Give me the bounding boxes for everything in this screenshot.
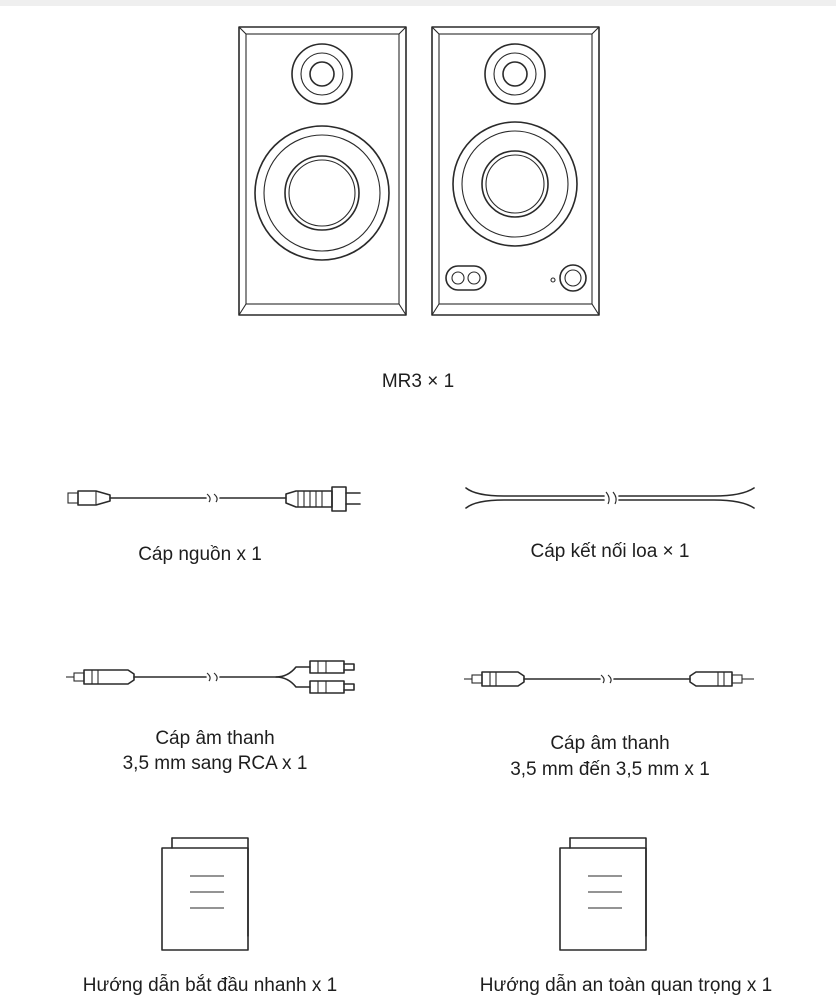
- quick-start-label: Hướng dẫn bắt đầu nhanh x 1: [82, 975, 338, 996]
- document-icon: [161, 837, 249, 951]
- safety-guide-label: Hướng dẫn an toàn quan trọng x 1: [479, 975, 773, 996]
- power-cable-icon: [67, 486, 361, 512]
- speakers-label: MR3 × 1: [381, 371, 455, 392]
- aux-cable-label-line2: 3,5 mm đến 3,5 mm x 1: [510, 759, 710, 780]
- rca-cable-icon: [66, 660, 355, 694]
- speaker-cable-label: Cáp kết nối loa × 1: [530, 541, 690, 562]
- aux-cable-icon: [464, 671, 754, 687]
- rca-cable-label-line1: Cáp âm thanh: [155, 728, 275, 749]
- speaker-cable-icon: [465, 487, 755, 509]
- document-icon: [559, 837, 647, 951]
- rca-cable-label-line2: 3,5 mm sang RCA x 1: [122, 753, 308, 774]
- top-bar: [0, 0, 836, 6]
- speakers-icon: [238, 26, 600, 316]
- aux-cable-label-line1: Cáp âm thanh: [550, 733, 670, 754]
- power-cable-label: Cáp nguồn x 1: [138, 544, 262, 565]
